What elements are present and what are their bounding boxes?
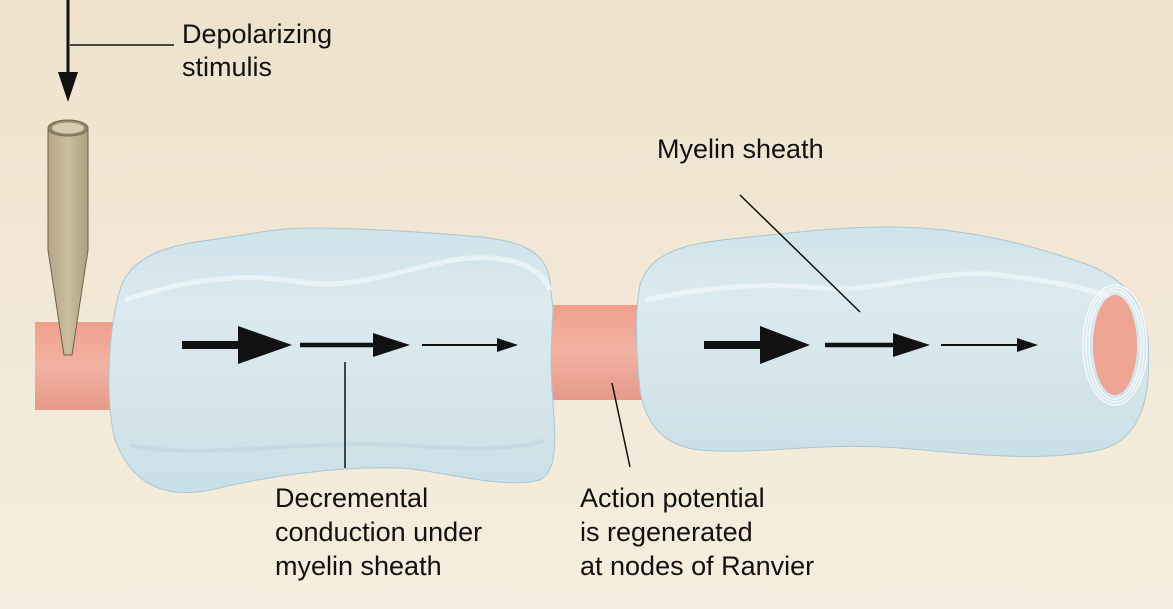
arrow-strong-head (238, 326, 292, 364)
leader-line-node (611, 382, 631, 468)
label-decremental-line1: Decremental (275, 483, 428, 513)
stimulus-arrow (58, 0, 78, 102)
conduction-arrows-internode-2 (704, 326, 1038, 364)
label-action-line1: Action potential (580, 483, 765, 513)
myelin-fold (129, 438, 546, 453)
myelin-highlight (644, 271, 1127, 308)
myelin-layers-end (1082, 284, 1148, 406)
myelin-sheath-1 (108, 227, 556, 494)
stimulating-electrode (47, 119, 89, 356)
arrow-weak-head (1017, 338, 1038, 352)
arrow-weak-head (497, 338, 518, 352)
label-decremental-line3: myelin sheath (275, 551, 442, 581)
axon-cross-section (1093, 295, 1137, 395)
arrow-strong-head (760, 326, 810, 364)
leader-line-myelin (739, 194, 861, 313)
label-myelin-sheath: Myelin sheath (657, 134, 824, 164)
myelin-highlight (124, 255, 553, 303)
label-action-line3: at nodes of Ranvier (580, 551, 814, 581)
label-action-line2: is regenerated (580, 517, 753, 547)
label-stimulus-line2: stimulis (182, 52, 272, 82)
label-stimulus-line1: Depolarizing (182, 19, 332, 49)
node-of-ranvier (548, 305, 648, 400)
arrow-medium-head (373, 333, 410, 357)
conduction-arrows-internode-1 (182, 326, 518, 364)
label-decremental-line2: conduction under (275, 517, 482, 547)
arrow-medium-head (893, 333, 930, 357)
